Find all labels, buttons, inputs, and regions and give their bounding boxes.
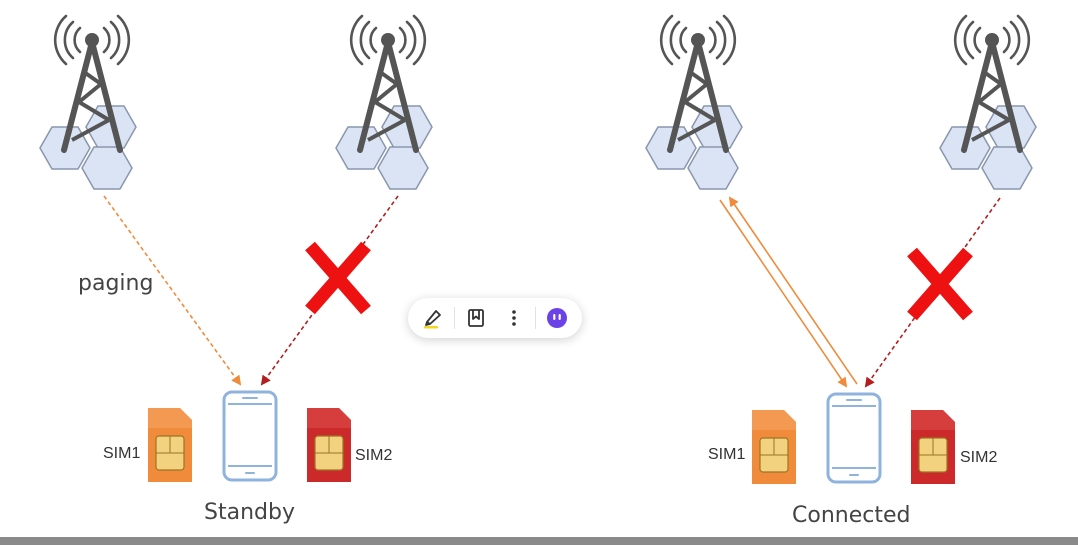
uplink-arrow	[728, 196, 858, 385]
tower-icon	[336, 16, 432, 189]
sim2-label: SIM2	[355, 447, 392, 464]
bookmark-button[interactable]	[459, 303, 493, 333]
toolbar-divider	[454, 307, 455, 329]
paging-arrow	[103, 195, 242, 386]
sim1-label: SIM1	[103, 445, 140, 462]
more-icon	[512, 310, 516, 326]
sim1-card-icon	[751, 409, 797, 485]
sim2-card-icon	[910, 409, 956, 485]
tower-icon	[40, 16, 136, 189]
blocked-arrow	[260, 195, 399, 386]
more-button[interactable]	[497, 303, 531, 333]
floating-toolbar	[408, 298, 582, 338]
assistant-icon	[547, 308, 567, 328]
highlighter-icon	[424, 310, 441, 329]
bookmark-icon	[468, 309, 484, 327]
downlink-arrow	[719, 199, 848, 388]
tower-icon	[646, 16, 742, 189]
highlight-button[interactable]	[416, 303, 450, 333]
assistant-button[interactable]	[540, 303, 574, 333]
cross-icon	[310, 246, 366, 310]
tower-icon	[940, 16, 1036, 189]
sim1-label: SIM1	[708, 446, 745, 463]
bottom-border	[0, 537, 1078, 545]
sim2-label: SIM2	[960, 449, 997, 466]
sim1-card-icon	[147, 407, 193, 483]
cross-icon	[912, 252, 968, 316]
left-panel: paging SIM1 SIM2 Standby	[40, 16, 432, 525]
paging-label: paging	[78, 271, 153, 296]
standby-label: Standby	[204, 500, 295, 525]
toolbar-divider	[535, 307, 536, 329]
connected-label: Connected	[792, 503, 910, 528]
phone-icon	[826, 392, 882, 484]
phone-icon	[222, 390, 278, 482]
right-panel: SIM1 SIM2 Connected	[646, 16, 1036, 528]
sim2-card-icon	[306, 407, 352, 483]
